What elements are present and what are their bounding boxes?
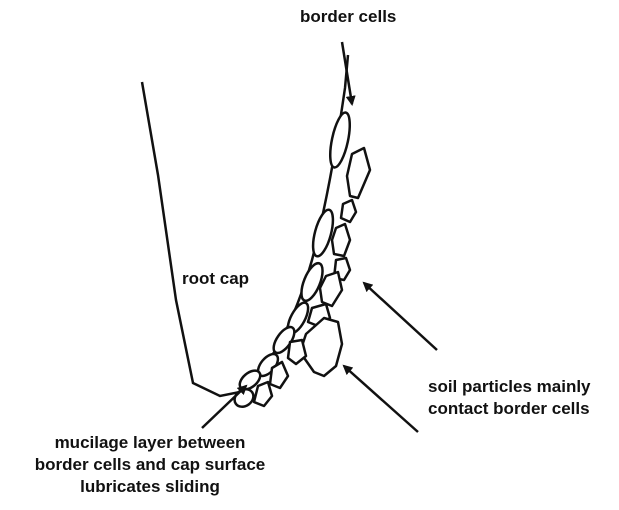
- mucilage-label-line: border cells and cap surface: [0, 454, 300, 476]
- soil-particle: [347, 148, 370, 198]
- soil-particles-label-line: contact border cells: [428, 398, 591, 420]
- mucilage-label-line: lubricates sliding: [0, 476, 300, 498]
- soil-particle: [341, 200, 356, 222]
- soil-particles-label-line: soil particles mainly: [428, 376, 591, 398]
- border-cells-label: border cells: [300, 6, 396, 28]
- arrow-soil-particles-upper: [364, 283, 437, 350]
- arrow-soil-particles-lower: [344, 366, 418, 432]
- soil-particles-label: soil particles mainly contact border cel…: [428, 376, 591, 420]
- soil-particle: [332, 224, 350, 256]
- root-cap-label: root cap: [182, 268, 249, 290]
- soil-particle: [288, 340, 306, 364]
- soil-particle: [320, 272, 342, 306]
- soil-particle: [300, 318, 342, 376]
- mucilage-label: mucilage layer between border cells and …: [0, 432, 300, 498]
- mucilage-label-line: mucilage layer between: [0, 432, 300, 454]
- soil-particle: [254, 382, 272, 406]
